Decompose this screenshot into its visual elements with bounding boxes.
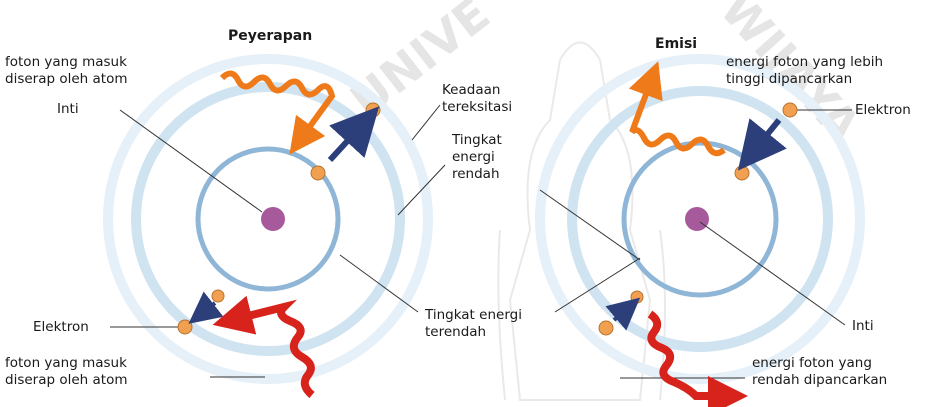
label-excited-state: Keadaan tereksitasi [442,82,512,116]
label-low-level-line1: Tingkat [452,132,502,149]
label-absorb-top-line1: foton yang masuk [5,54,127,71]
electron-left-bottom-a [212,290,224,302]
right-deexcitation-arrow [753,120,779,152]
right-atom [540,59,860,379]
leader-lowest-level [340,255,418,312]
label-emit-low-line2: rendah dipancarkan [752,372,887,389]
left-excitation-arrow [330,124,363,160]
electron-right-bottom-a [631,291,643,303]
electron-left-outer [366,103,380,117]
label-emit-high: energi foton yang lebih tinggi dipancark… [726,54,883,88]
label-emit-low-line1: energi foton yang [752,355,887,372]
label-low-level-line2: energi [452,149,502,166]
label-electron-right: Elektron [855,102,911,119]
electron-right-bottom-b [599,321,613,335]
watermark-emblem [498,43,665,401]
electron-left-inner [311,166,325,180]
left-bottom-arrow [201,303,215,314]
label-low-energy-level: Tingkat energi rendah [452,132,502,183]
leader-lowest-level-right [555,258,640,312]
label-absorb-bottom: foton yang masuk diserap oleh atom [5,355,127,389]
label-emit-high-line2: tinggi dipancarkan [726,71,883,88]
label-emit-low: energi foton yang rendah dipancarkan [752,355,887,389]
label-excited-line1: Keadaan [442,82,512,99]
electron-right-inner [735,166,749,180]
title-absorption: Peyerapan [228,28,312,44]
leader-excited [412,105,440,140]
label-absorb-top: foton yang masuk diserap oleh atom [5,54,127,88]
label-inti-right: Inti [852,318,874,335]
label-electron-left: Elektron [33,319,89,336]
left-atom [108,59,428,379]
label-excited-line2: tereksitasi [442,99,512,116]
title-emission: Emisi [655,36,697,52]
label-absorb-bottom-line2: diserap oleh atom [5,372,127,389]
label-absorb-top-line2: diserap oleh atom [5,71,127,88]
label-emit-high-line1: energi foton yang lebih [726,54,883,71]
label-lowest-level-line2: terendah [425,324,522,341]
electron-left-bottom-b [178,320,192,334]
label-inti-left: Inti [57,101,79,118]
label-low-level-line3: rendah [452,166,502,183]
right-nucleus [685,207,709,231]
left-nucleus [261,207,285,231]
label-lowest-level-line1: Tingkat energi [425,307,522,324]
electron-right-outer [783,103,797,117]
label-lowest-energy-level: Tingkat energi terendah [425,307,522,341]
label-absorb-bottom-line1: foton yang masuk [5,355,127,372]
